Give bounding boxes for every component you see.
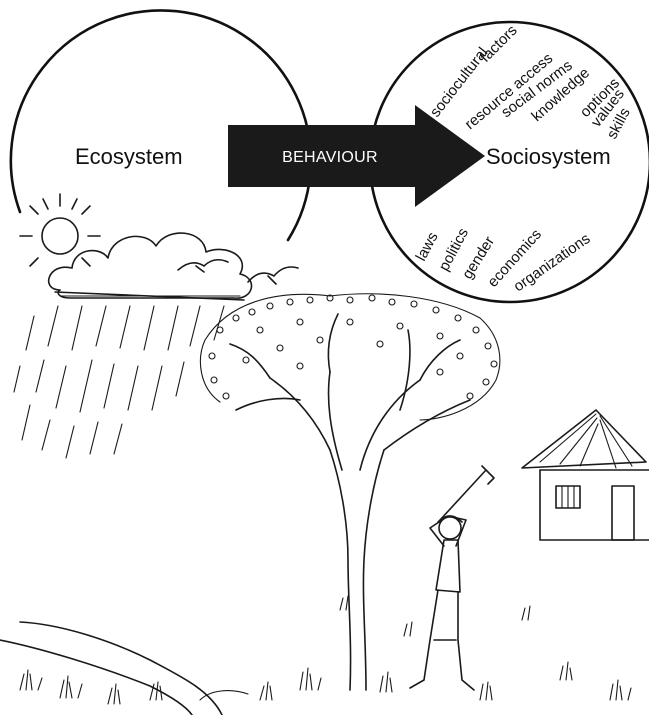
riverbank [0, 621, 249, 715]
hut [521, 409, 649, 541]
cloud-icon [48, 232, 253, 301]
lower-factors: laws politics gender economics organizat… [413, 225, 594, 295]
birds-icon [177, 258, 299, 285]
ecosystem-label: Ecosystem [75, 144, 183, 169]
sociosystem-label: Sociosystem [486, 144, 611, 169]
behaviour-arrow: BEHAVIOUR [228, 105, 485, 207]
behaviour-label: BEHAVIOUR [282, 149, 378, 166]
grass [19, 595, 632, 705]
person-with-axe [409, 465, 495, 691]
factor-factors: factors [477, 22, 521, 66]
sun-icon [19, 193, 101, 267]
upper-factors: sociocultural factors resource access so… [427, 22, 634, 142]
factor-laws: laws [413, 229, 442, 263]
rain [13, 305, 225, 459]
tree [199, 293, 501, 691]
